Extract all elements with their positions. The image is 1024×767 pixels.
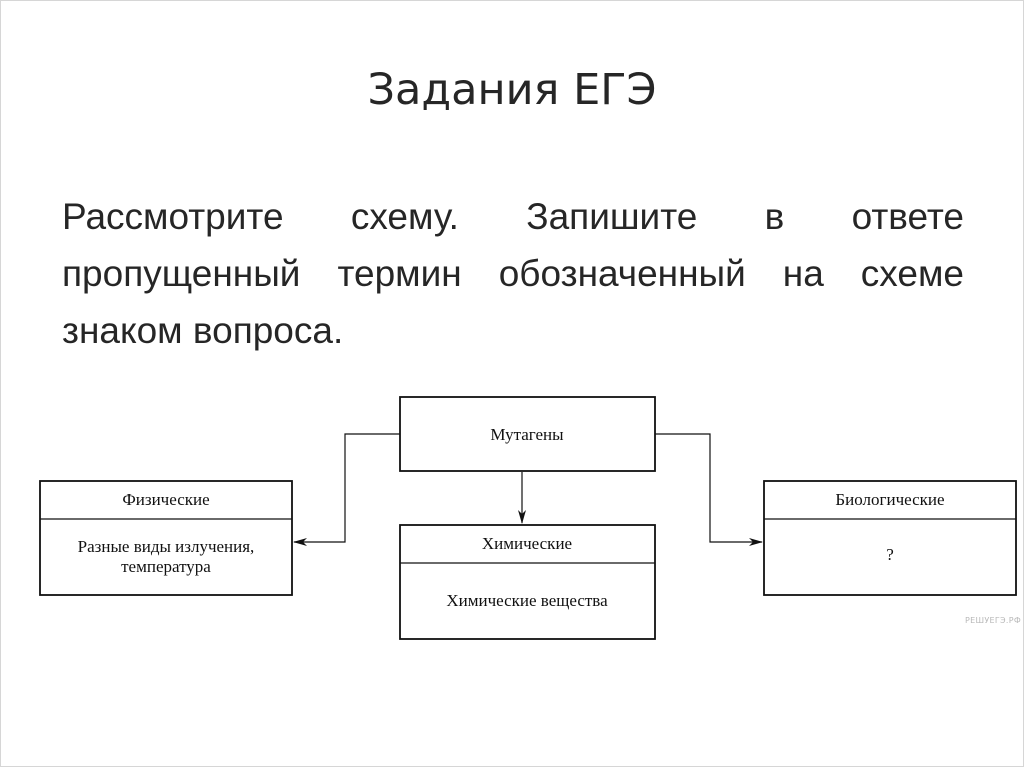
box-mutagens-label: Мутагены [490, 425, 564, 444]
box-physical-header: Физические [122, 490, 209, 509]
box-chemical-body: Химические вещества [446, 591, 608, 610]
box-physical-body-line1: Разные виды излучения, [78, 537, 255, 556]
box-chemical-header: Химические [482, 534, 572, 553]
box-biological-body-question: ? [886, 545, 894, 564]
watermark: РЕШУЕГЭ.РФ [965, 616, 1022, 625]
box-physical: Физические Разные виды излучения, темпер… [39, 480, 293, 596]
connector-lines [293, 433, 763, 546]
box-chemical: Химические Химические вещества [399, 524, 656, 640]
box-mutagens: Мутагены [399, 396, 656, 472]
task-text: Рассмотрите схему. Запишите в ответе про… [62, 196, 964, 351]
box-biological-header: Биологические [835, 490, 944, 509]
box-physical-body-line2: температура [121, 557, 211, 576]
slide-title: Задания ЕГЭ [367, 65, 657, 115]
arrow-to-physical [293, 433, 400, 546]
box-biological: Биологические ? [763, 480, 1017, 596]
arrow-to-biological [655, 433, 763, 546]
